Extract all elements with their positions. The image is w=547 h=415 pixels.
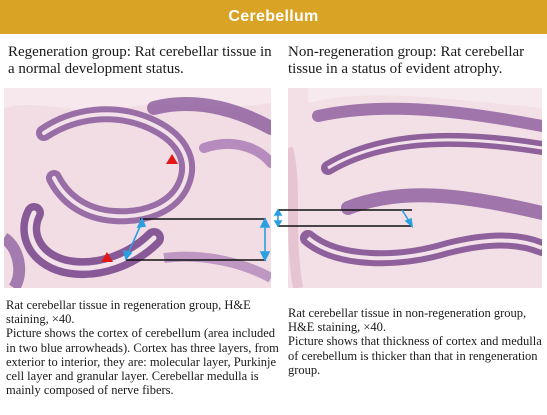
red-marker-upper (166, 154, 178, 164)
regeneration-micrograph (4, 88, 271, 288)
regeneration-group-title: Regeneration group: Rat cerebellar tissu… (8, 44, 272, 77)
regeneration-caption-staining: Rat cerebellar tissue in regeneration gr… (6, 298, 251, 327)
regeneration-caption-description: Picture shows the cortex of cerebellum (… (6, 326, 279, 398)
non-regeneration-caption-staining: Rat cerebellar tissue in non-regeneratio… (288, 306, 527, 335)
title-banner: Cerebellum (0, 0, 547, 34)
non-regeneration-caption-description: Picture shows that thickness of cortex a… (288, 334, 542, 377)
non-regeneration-group-title: Non-regeneration group: Rat cerebellar t… (288, 44, 525, 77)
non-regeneration-caption: Rat cerebellar tissue in non-regeneratio… (288, 306, 546, 377)
regeneration-caption: Rat cerebellar tissue in regeneration gr… (6, 298, 286, 397)
banner-title: Cerebellum (228, 8, 319, 25)
red-marker-lower (101, 252, 113, 262)
non-regeneration-micrograph (288, 88, 542, 288)
